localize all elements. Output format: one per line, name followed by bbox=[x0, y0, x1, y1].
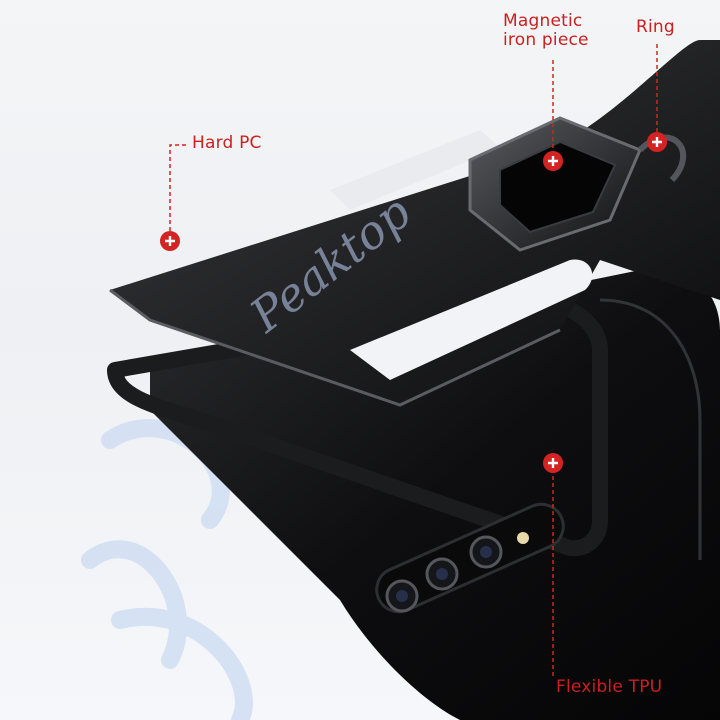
hard-pc-shell bbox=[110, 40, 720, 405]
body-highlight bbox=[599, 298, 702, 560]
flexible-tpu-label: Flexible TPU bbox=[556, 677, 663, 697]
ring-holder bbox=[468, 116, 687, 252]
magnetic-iron-piece-label: Magnetic iron piece bbox=[503, 11, 589, 50]
hard-pc-rim bbox=[109, 288, 561, 407]
hard-pc-marker-icon bbox=[160, 231, 180, 251]
ring-marker-icon bbox=[647, 132, 667, 152]
cutout-slot bbox=[330, 130, 500, 210]
cutout-window bbox=[350, 259, 593, 380]
ring-label: Ring bbox=[636, 17, 675, 37]
magnetic-marker-icon bbox=[543, 151, 563, 171]
callout-lines bbox=[169, 44, 658, 678]
camera-module bbox=[375, 502, 565, 614]
hard-pc-label: Hard PC bbox=[192, 133, 262, 153]
tpu-marker-icon bbox=[543, 453, 563, 473]
callout-markers bbox=[160, 132, 667, 473]
